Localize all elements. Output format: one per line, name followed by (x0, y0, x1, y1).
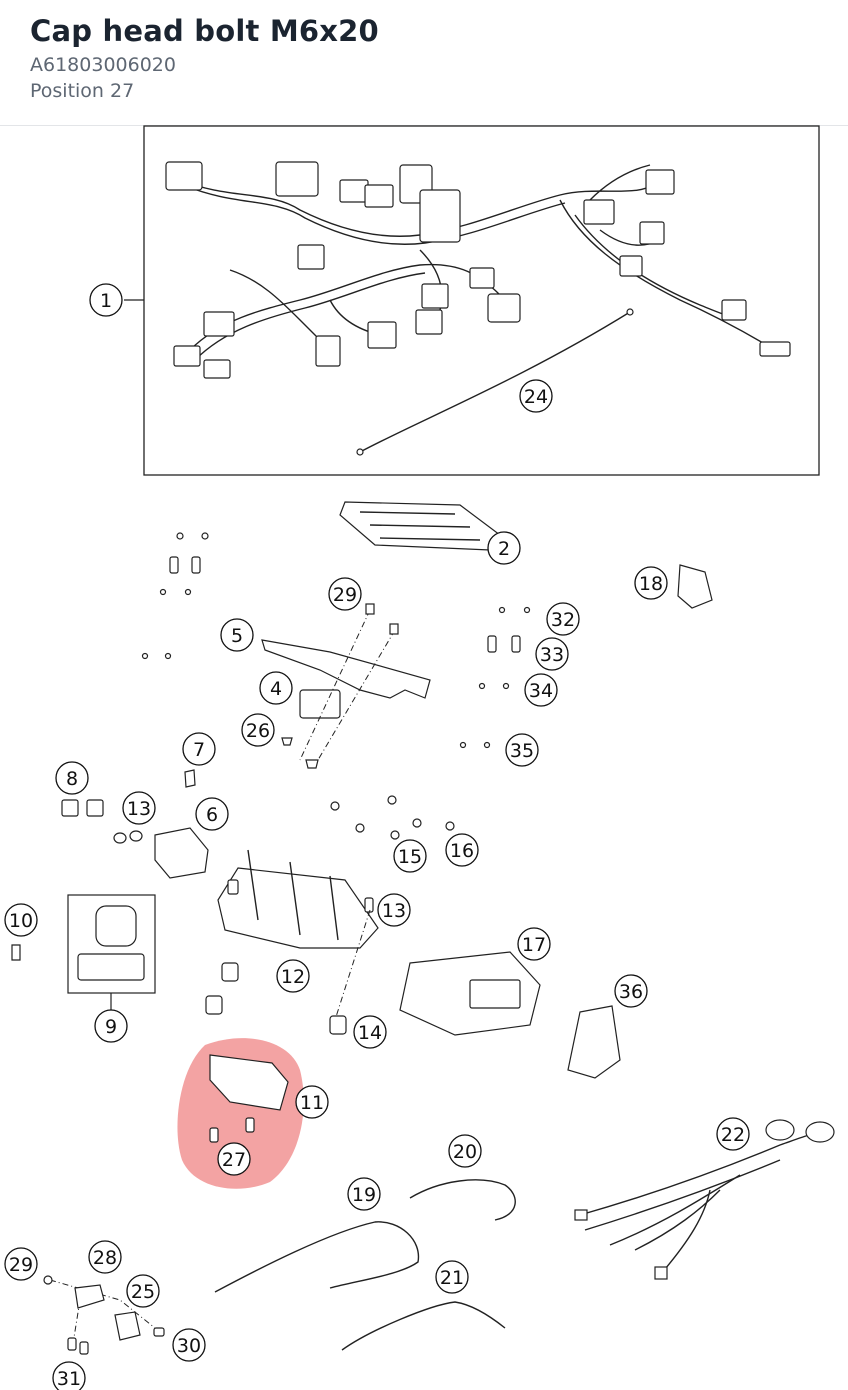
callout-number: 27 (222, 1149, 246, 1171)
callout-number: 28 (93, 1247, 117, 1269)
part-header: Cap head bolt M6x20 A61803006020 Positio… (0, 0, 848, 126)
callout-36[interactable]: 36 (614, 974, 648, 1008)
callout-number: 31 (57, 1368, 81, 1390)
callout-29[interactable]: 29 (4, 1247, 38, 1281)
callout-21[interactable]: 21 (435, 1260, 469, 1294)
callout-2[interactable]: 2 (487, 531, 521, 565)
callout-number: 30 (177, 1335, 201, 1357)
callout-32[interactable]: 32 (546, 602, 580, 636)
callout-20[interactable]: 20 (448, 1134, 482, 1168)
callout-5[interactable]: 5 (220, 618, 254, 652)
callout-number: 7 (193, 739, 205, 761)
callout-9[interactable]: 9 (94, 1009, 128, 1043)
callout-25[interactable]: 25 (126, 1274, 160, 1308)
callout-number: 13 (127, 798, 151, 820)
callout-number: 19 (352, 1184, 376, 1206)
callout-number: 26 (246, 720, 270, 742)
part-position: Position 27 (30, 80, 135, 102)
callout-number: 2 (498, 538, 510, 560)
callout-number: 13 (382, 900, 406, 922)
callout-labels: 1 24 2 18 29 5 32 33 4 34 26 7 35 8 13 6 15 16 10 13 17 36 9 12… (4, 283, 750, 1390)
callout-number: 4 (270, 678, 282, 700)
callout-number: 18 (639, 573, 663, 595)
callout-24[interactable]: 24 (519, 379, 553, 413)
callout-35[interactable]: 35 (505, 733, 539, 767)
callout-8[interactable]: 8 (55, 761, 89, 795)
callout-6[interactable]: 6 (195, 797, 229, 831)
callout-number: 14 (358, 1022, 382, 1044)
callout-17[interactable]: 17 (517, 927, 551, 961)
callout-18[interactable]: 18 (634, 566, 668, 600)
callout-number: 36 (619, 981, 643, 1003)
callout-31[interactable]: 31 (52, 1361, 86, 1390)
callout-number: 34 (529, 680, 553, 702)
callout-number: 10 (9, 910, 33, 932)
callout-27[interactable]: 27 (217, 1142, 251, 1176)
callout-10[interactable]: 10 (4, 903, 38, 937)
callout-number: 12 (281, 966, 305, 988)
callout-12[interactable]: 12 (276, 959, 310, 993)
callout-13[interactable]: 13 (122, 791, 156, 825)
callout-14[interactable]: 14 (353, 1015, 387, 1049)
callout-16[interactable]: 16 (445, 833, 479, 867)
callout-7[interactable]: 7 (182, 732, 216, 766)
callout-11[interactable]: 11 (295, 1085, 329, 1119)
callout-number: 20 (453, 1141, 477, 1163)
callout-34[interactable]: 34 (524, 673, 558, 707)
callout-number: 29 (9, 1254, 33, 1276)
callout-number: 25 (131, 1281, 155, 1303)
callout-15[interactable]: 15 (393, 839, 427, 873)
callout-number: 32 (551, 609, 575, 631)
callout-1[interactable]: 1 (89, 283, 123, 317)
callout-number: 22 (721, 1124, 745, 1146)
callout-number: 15 (398, 846, 422, 868)
callout-19[interactable]: 19 (347, 1177, 381, 1211)
callout-22[interactable]: 22 (716, 1117, 750, 1151)
callout-28[interactable]: 28 (88, 1240, 122, 1274)
callout-number: 5 (231, 625, 243, 647)
callout-number: 9 (105, 1016, 117, 1038)
part-title: Cap head bolt M6x20 (30, 14, 379, 48)
callout-number: 8 (66, 768, 78, 790)
callout-33[interactable]: 33 (535, 637, 569, 671)
callout-number: 17 (522, 934, 546, 956)
callout-number: 24 (524, 386, 548, 408)
callout-number: 6 (206, 804, 218, 826)
lower-parts-group (11, 501, 835, 1355)
callout-13[interactable]: 13 (377, 893, 411, 927)
callout-4[interactable]: 4 (259, 671, 293, 705)
part-number: A61803006020 (30, 54, 176, 76)
callout-number: 33 (540, 644, 564, 666)
callout-number: 11 (300, 1092, 324, 1114)
callout-number: 35 (510, 740, 534, 762)
callout-26[interactable]: 26 (241, 713, 275, 747)
callout-number: 29 (333, 584, 357, 606)
callout-number: 1 (100, 290, 112, 312)
callout-number: 16 (450, 840, 474, 862)
wiring-harness-group (124, 125, 820, 476)
callout-30[interactable]: 30 (172, 1328, 206, 1362)
callout-number: 21 (440, 1267, 464, 1289)
callout-29[interactable]: 29 (328, 577, 362, 611)
